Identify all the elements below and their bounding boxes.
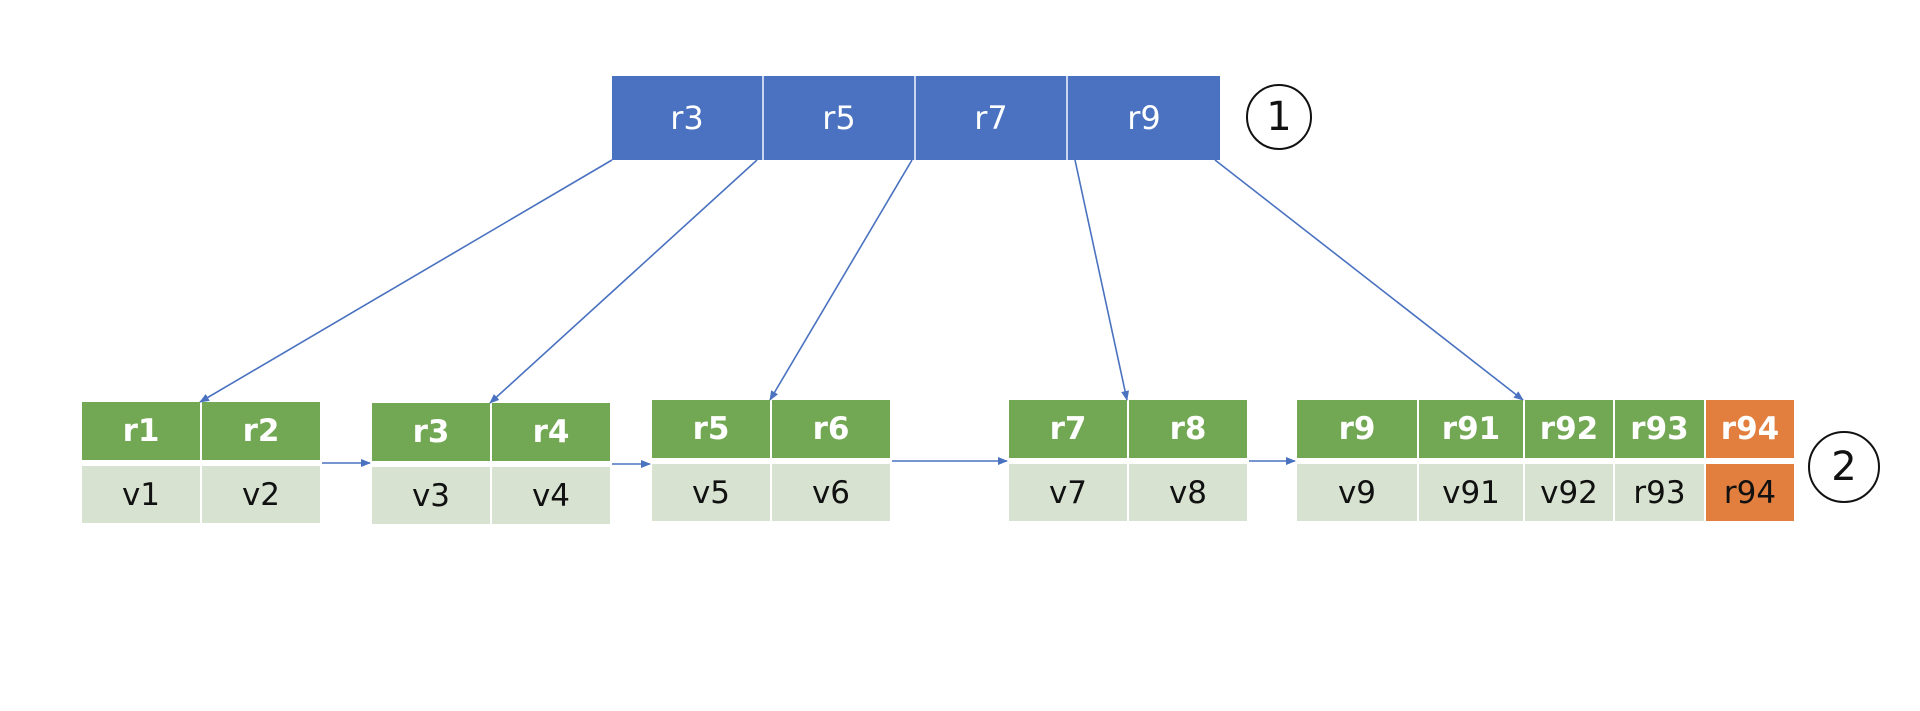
leaf-value-v3: v3: [372, 467, 490, 524]
leaf-value-v8: v8: [1129, 464, 1247, 521]
leaf-key-r6: r6: [772, 400, 890, 458]
leaf-key-r4: r4: [492, 403, 610, 461]
leaf-key-r1: r1: [82, 402, 200, 460]
leaf-key-r94: r94: [1706, 400, 1794, 458]
root-key-r7: r7: [916, 76, 1068, 160]
root-key-r5: r5: [764, 76, 916, 160]
leaf-key-r93: r93: [1615, 400, 1704, 458]
leaf-value-r93: r93: [1615, 464, 1704, 521]
leaf-value-r94: r94: [1706, 464, 1794, 521]
root-key-r9: r9: [1068, 76, 1220, 160]
leaf-key-r3: r3: [372, 403, 490, 461]
leaf-value-v91: v91: [1419, 464, 1523, 521]
leaf-key-r9: r9: [1297, 400, 1417, 458]
root-to-leaf-arrow-1: [199, 159, 613, 403]
root-to-leaf-arrow-2: [489, 159, 758, 404]
leaf-key-r2: r2: [202, 402, 320, 460]
leaf-value-v5: v5: [652, 464, 770, 521]
leaf-key-r8: r8: [1129, 400, 1247, 458]
leaf-level-marker: 2: [1808, 431, 1880, 503]
root-to-leaf-arrow-4: [1074, 159, 1130, 401]
leaf-value-v9: v9: [1297, 464, 1417, 521]
leaf-key-r7: r7: [1009, 400, 1127, 458]
leaf-value-v92: v92: [1525, 464, 1613, 521]
leaf-key-r5: r5: [652, 400, 770, 458]
leaf-value-v2: v2: [202, 466, 320, 523]
leaf-value-v1: v1: [82, 466, 200, 523]
leaf-key-r92: r92: [1525, 400, 1613, 458]
root-to-leaf-arrow-5: [1214, 159, 1524, 401]
root-key-r3: r3: [612, 76, 764, 160]
leaf-value-v7: v7: [1009, 464, 1127, 521]
leaf-value-v4: v4: [492, 467, 610, 524]
leaf-key-r91: r91: [1419, 400, 1523, 458]
root-node-marker: 1: [1246, 84, 1312, 150]
root-to-leaf-arrow-3: [769, 159, 913, 401]
leaf-value-v6: v6: [772, 464, 890, 521]
